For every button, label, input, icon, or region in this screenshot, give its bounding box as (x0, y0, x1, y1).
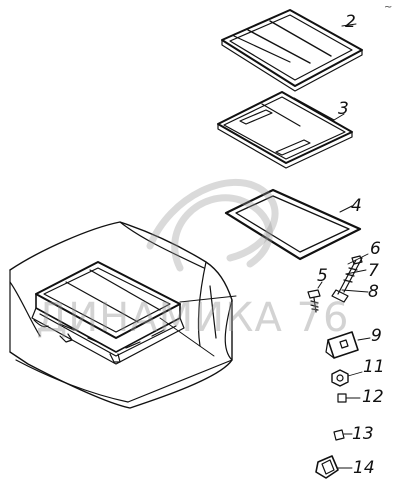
part-3-hatch-panel (217, 91, 353, 169)
part-label-6: 6 (370, 239, 381, 259)
part-label-11: 11 (363, 357, 385, 377)
watermark-text: ДИНАМИКА 76 (36, 295, 350, 341)
part-11-nut (331, 369, 363, 387)
part-label-5: 5 (317, 266, 328, 286)
part-label-12: 12 (362, 387, 384, 407)
cab-roof (9, 221, 233, 409)
part-12-screw (337, 393, 361, 403)
part-6-7-8-stud-assembly (331, 253, 369, 303)
part-9-bracket (325, 331, 371, 359)
part-label-14: 14 (353, 458, 375, 478)
part-label-3: 3 (338, 99, 349, 119)
part-2-hatch-frame (221, 9, 363, 92)
part-label-2: 2 (345, 12, 356, 32)
part-label-8: 8 (368, 282, 379, 302)
part-label-4: 4 (351, 196, 362, 216)
part-label-9: 9 (371, 326, 382, 346)
label-leader-lines (317, 23, 357, 289)
corner-mark: ~ (384, 2, 393, 13)
part-4-seal (224, 188, 362, 261)
roof-leader-lines (159, 295, 237, 357)
part-label-13: 13 (352, 424, 374, 444)
watermark-logo (146, 178, 279, 272)
roof-hatch-assembly (31, 261, 185, 365)
part-5-bolt (307, 289, 321, 313)
part-13-screw (333, 429, 353, 441)
part-label-7: 7 (368, 261, 379, 281)
part-14-clip (315, 455, 353, 479)
